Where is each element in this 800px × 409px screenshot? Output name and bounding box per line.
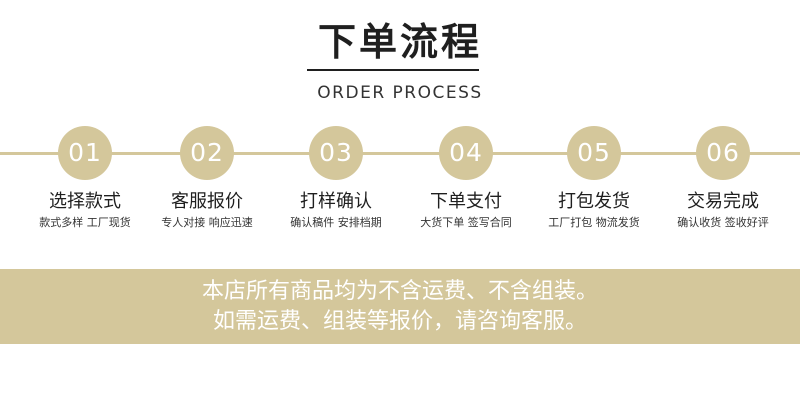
step-2: 02 客服报价 专人对接 响应迅速 <box>152 126 262 231</box>
page-title: 下单流程 <box>317 20 482 64</box>
page-subtitle: ORDER PROCESS <box>317 83 483 103</box>
step-description: 款式多样 工厂现货 <box>39 216 131 229</box>
step-number-badge: 02 <box>180 126 234 180</box>
step-description: 确认稿件 安排档期 <box>290 216 382 229</box>
step-description: 大货下单 签写合同 <box>420 216 512 229</box>
step-5: 05 打包发货 工厂打包 物流发货 <box>539 126 649 231</box>
step-title: 客服报价 <box>171 191 243 212</box>
step-title: 选择款式 <box>49 191 121 212</box>
timeline-line <box>0 152 800 155</box>
step-number-badge: 05 <box>567 126 621 180</box>
step-title: 下单支付 <box>430 191 502 212</box>
step-title: 打包发货 <box>558 191 630 212</box>
step-description: 确认收货 签收好评 <box>677 216 769 229</box>
step-title: 交易完成 <box>687 191 759 212</box>
title-underline <box>307 69 479 71</box>
notice-line-1: 本店所有商品均为不含运费、不含组装。 <box>201 279 598 304</box>
step-title: 打样确认 <box>300 191 372 212</box>
step-6: 06 交易完成 确认收货 签收好评 <box>668 126 778 231</box>
step-3: 03 打样确认 确认稿件 安排档期 <box>281 126 391 231</box>
step-description: 工厂打包 物流发货 <box>548 216 640 229</box>
shipping-notice-banner: 本店所有商品均为不含运费、不含组装。 如需运费、组装等报价，请咨询客服。 <box>0 269 800 344</box>
step-number-badge: 01 <box>58 126 112 180</box>
step-1: 01 选择款式 款式多样 工厂现货 <box>30 126 140 231</box>
step-number-badge: 06 <box>696 126 750 180</box>
step-number-badge: 04 <box>439 126 493 180</box>
notice-line-2: 如需运费、组装等报价，请咨询客服。 <box>212 309 587 334</box>
step-description: 专人对接 响应迅速 <box>161 216 253 229</box>
step-4: 04 下单支付 大货下单 签写合同 <box>411 126 521 231</box>
step-number-badge: 03 <box>309 126 363 180</box>
